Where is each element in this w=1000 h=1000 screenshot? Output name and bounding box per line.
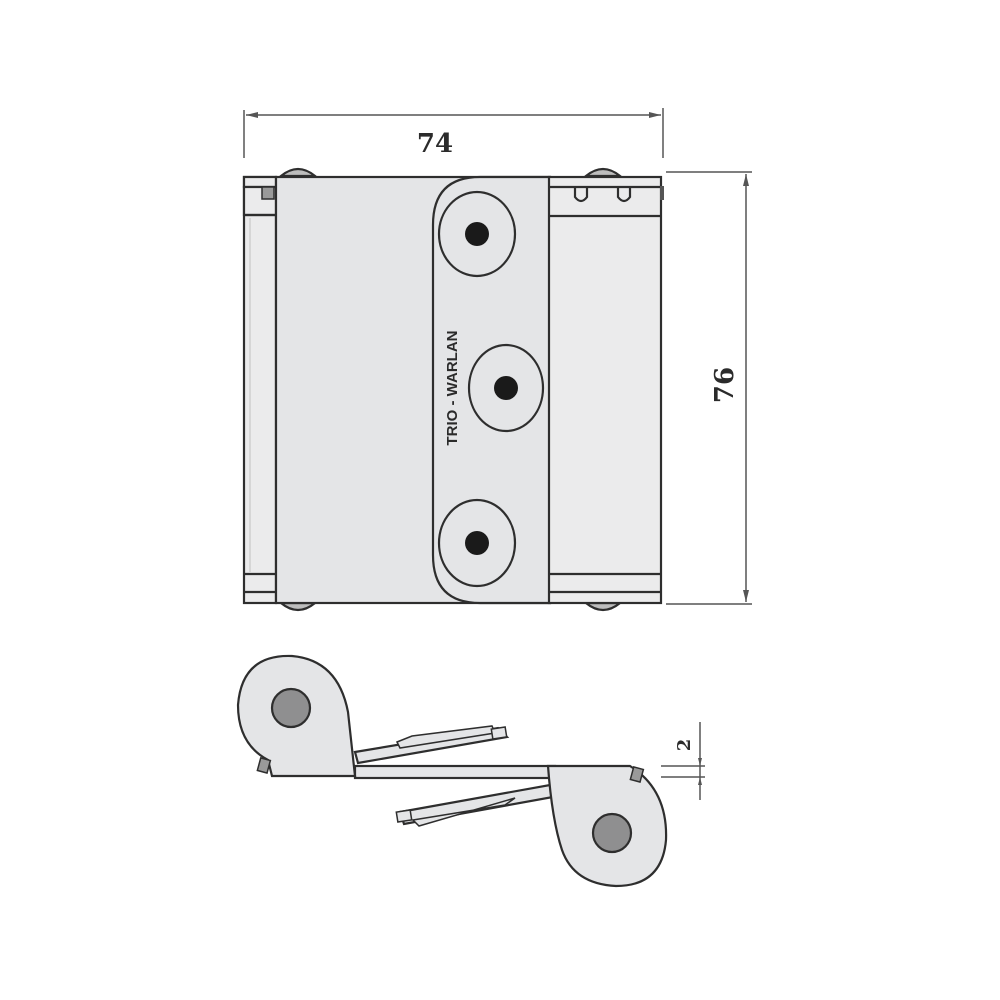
slot-icon [616, 187, 632, 203]
screw-hole-top [437, 190, 517, 278]
screw-hole-icon [465, 531, 489, 555]
width-dimension-label: 74 [417, 129, 453, 159]
arrowhead-down-icon [698, 758, 702, 766]
screw-hole-bottom [437, 498, 517, 588]
set-screw-icon [261, 186, 275, 200]
arrowhead-up-icon [743, 174, 749, 186]
thickness-dimension-label: 2 [674, 739, 695, 752]
front-view: TRIO - WARLAN [242, 167, 664, 612]
screw-hole-icon [494, 376, 518, 400]
slot-icon [573, 187, 589, 203]
pin-icon [270, 687, 312, 729]
screw-hole-middle [467, 343, 545, 433]
left-barrel [242, 175, 278, 605]
flat-plate [353, 764, 557, 780]
height-dimension: 76 [666, 171, 752, 605]
arrowhead-left-icon [246, 112, 258, 118]
cap-dome-top-right [582, 167, 624, 178]
arrowhead-down-icon [743, 590, 749, 602]
brand-label: TRIO - WARLAN [444, 331, 461, 446]
set-screw-icon [629, 765, 645, 783]
pin-icon [591, 812, 633, 854]
width-dimension: 74 [243, 108, 664, 159]
cap-dome-top-left [277, 167, 319, 178]
thickness-dimension: 2 [661, 722, 705, 800]
set-screw-icon [256, 756, 272, 774]
right-barrel [547, 175, 664, 605]
side-view [236, 654, 668, 888]
height-dimension-label: 76 [710, 367, 740, 403]
arrowhead-up-icon [698, 777, 702, 785]
arrowhead-right-icon [649, 112, 661, 118]
screw-hole-icon [465, 222, 489, 246]
